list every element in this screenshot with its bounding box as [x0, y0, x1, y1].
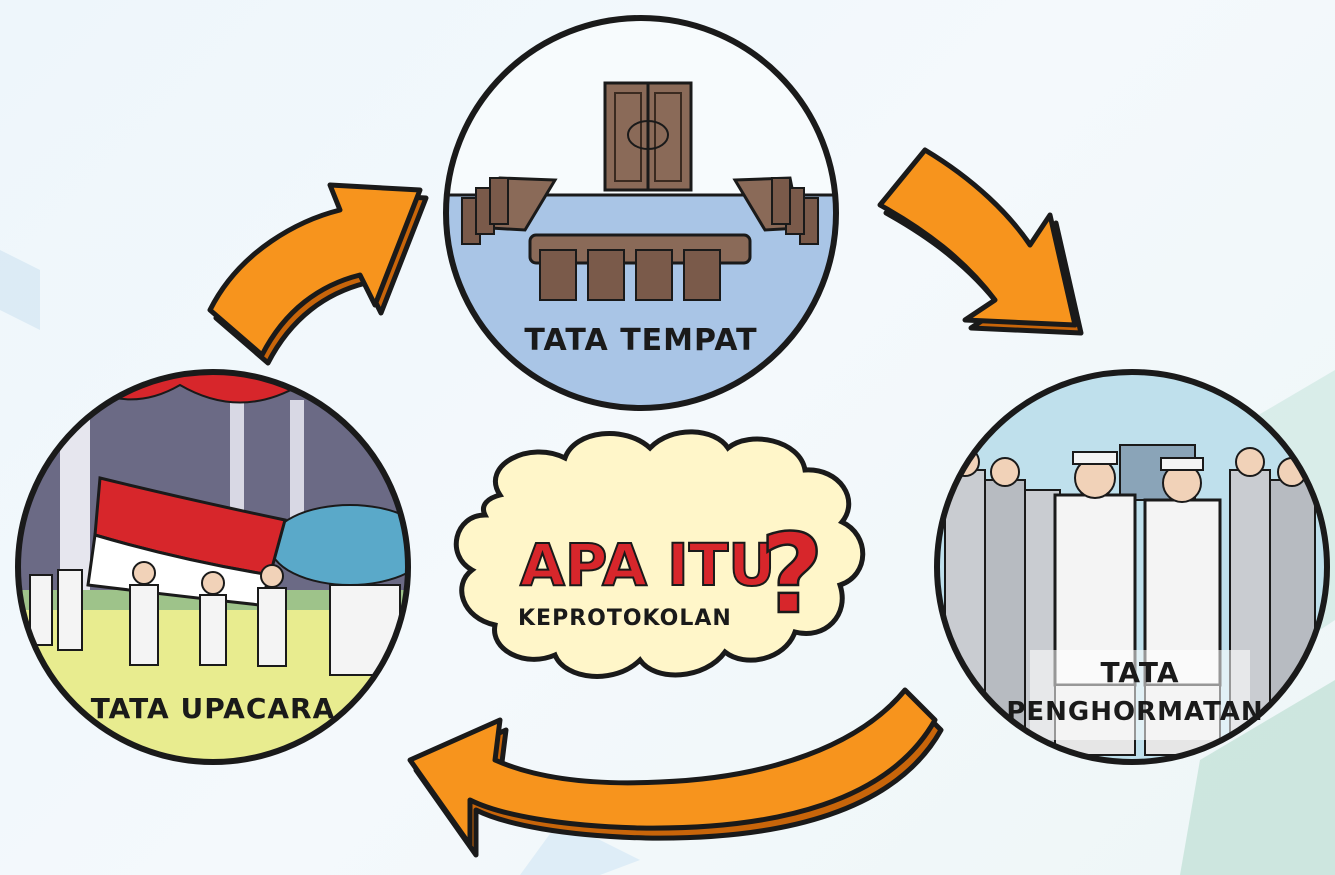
arrow-penghormatan-to-upacara — [407, 687, 944, 858]
node-label-tata-tempat: TATA TEMPAT — [524, 323, 757, 358]
node-label-tata-penghormatan-line1: TATA — [1100, 656, 1179, 689]
node-label-tata-upacara: TATA UPACARA — [91, 692, 336, 725]
left-table-illustration — [461, 176, 558, 245]
ceremony-people-illustration — [29, 561, 401, 676]
center-question-mark: ? — [760, 510, 824, 638]
door-illustration — [603, 81, 693, 192]
center-cloud: APA ITU ? KEPROTOKOLAN — [453, 429, 866, 679]
center-headline: APA ITU — [520, 531, 775, 599]
arrow-upacara-to-tempat — [207, 182, 429, 366]
right-table-illustration — [732, 176, 819, 245]
center-subtitle: KEPROTOKOLAN — [518, 606, 732, 631]
node-tata-upacara: TATA UPACARA — [15, 369, 411, 765]
center-table-illustration — [528, 233, 752, 301]
node-label-tata-penghormatan-line2: PENGHORMATAN — [1006, 697, 1263, 727]
node-tata-tempat: TATA TEMPAT — [443, 15, 839, 411]
arrow-tempat-to-penghormatan — [877, 147, 1084, 336]
